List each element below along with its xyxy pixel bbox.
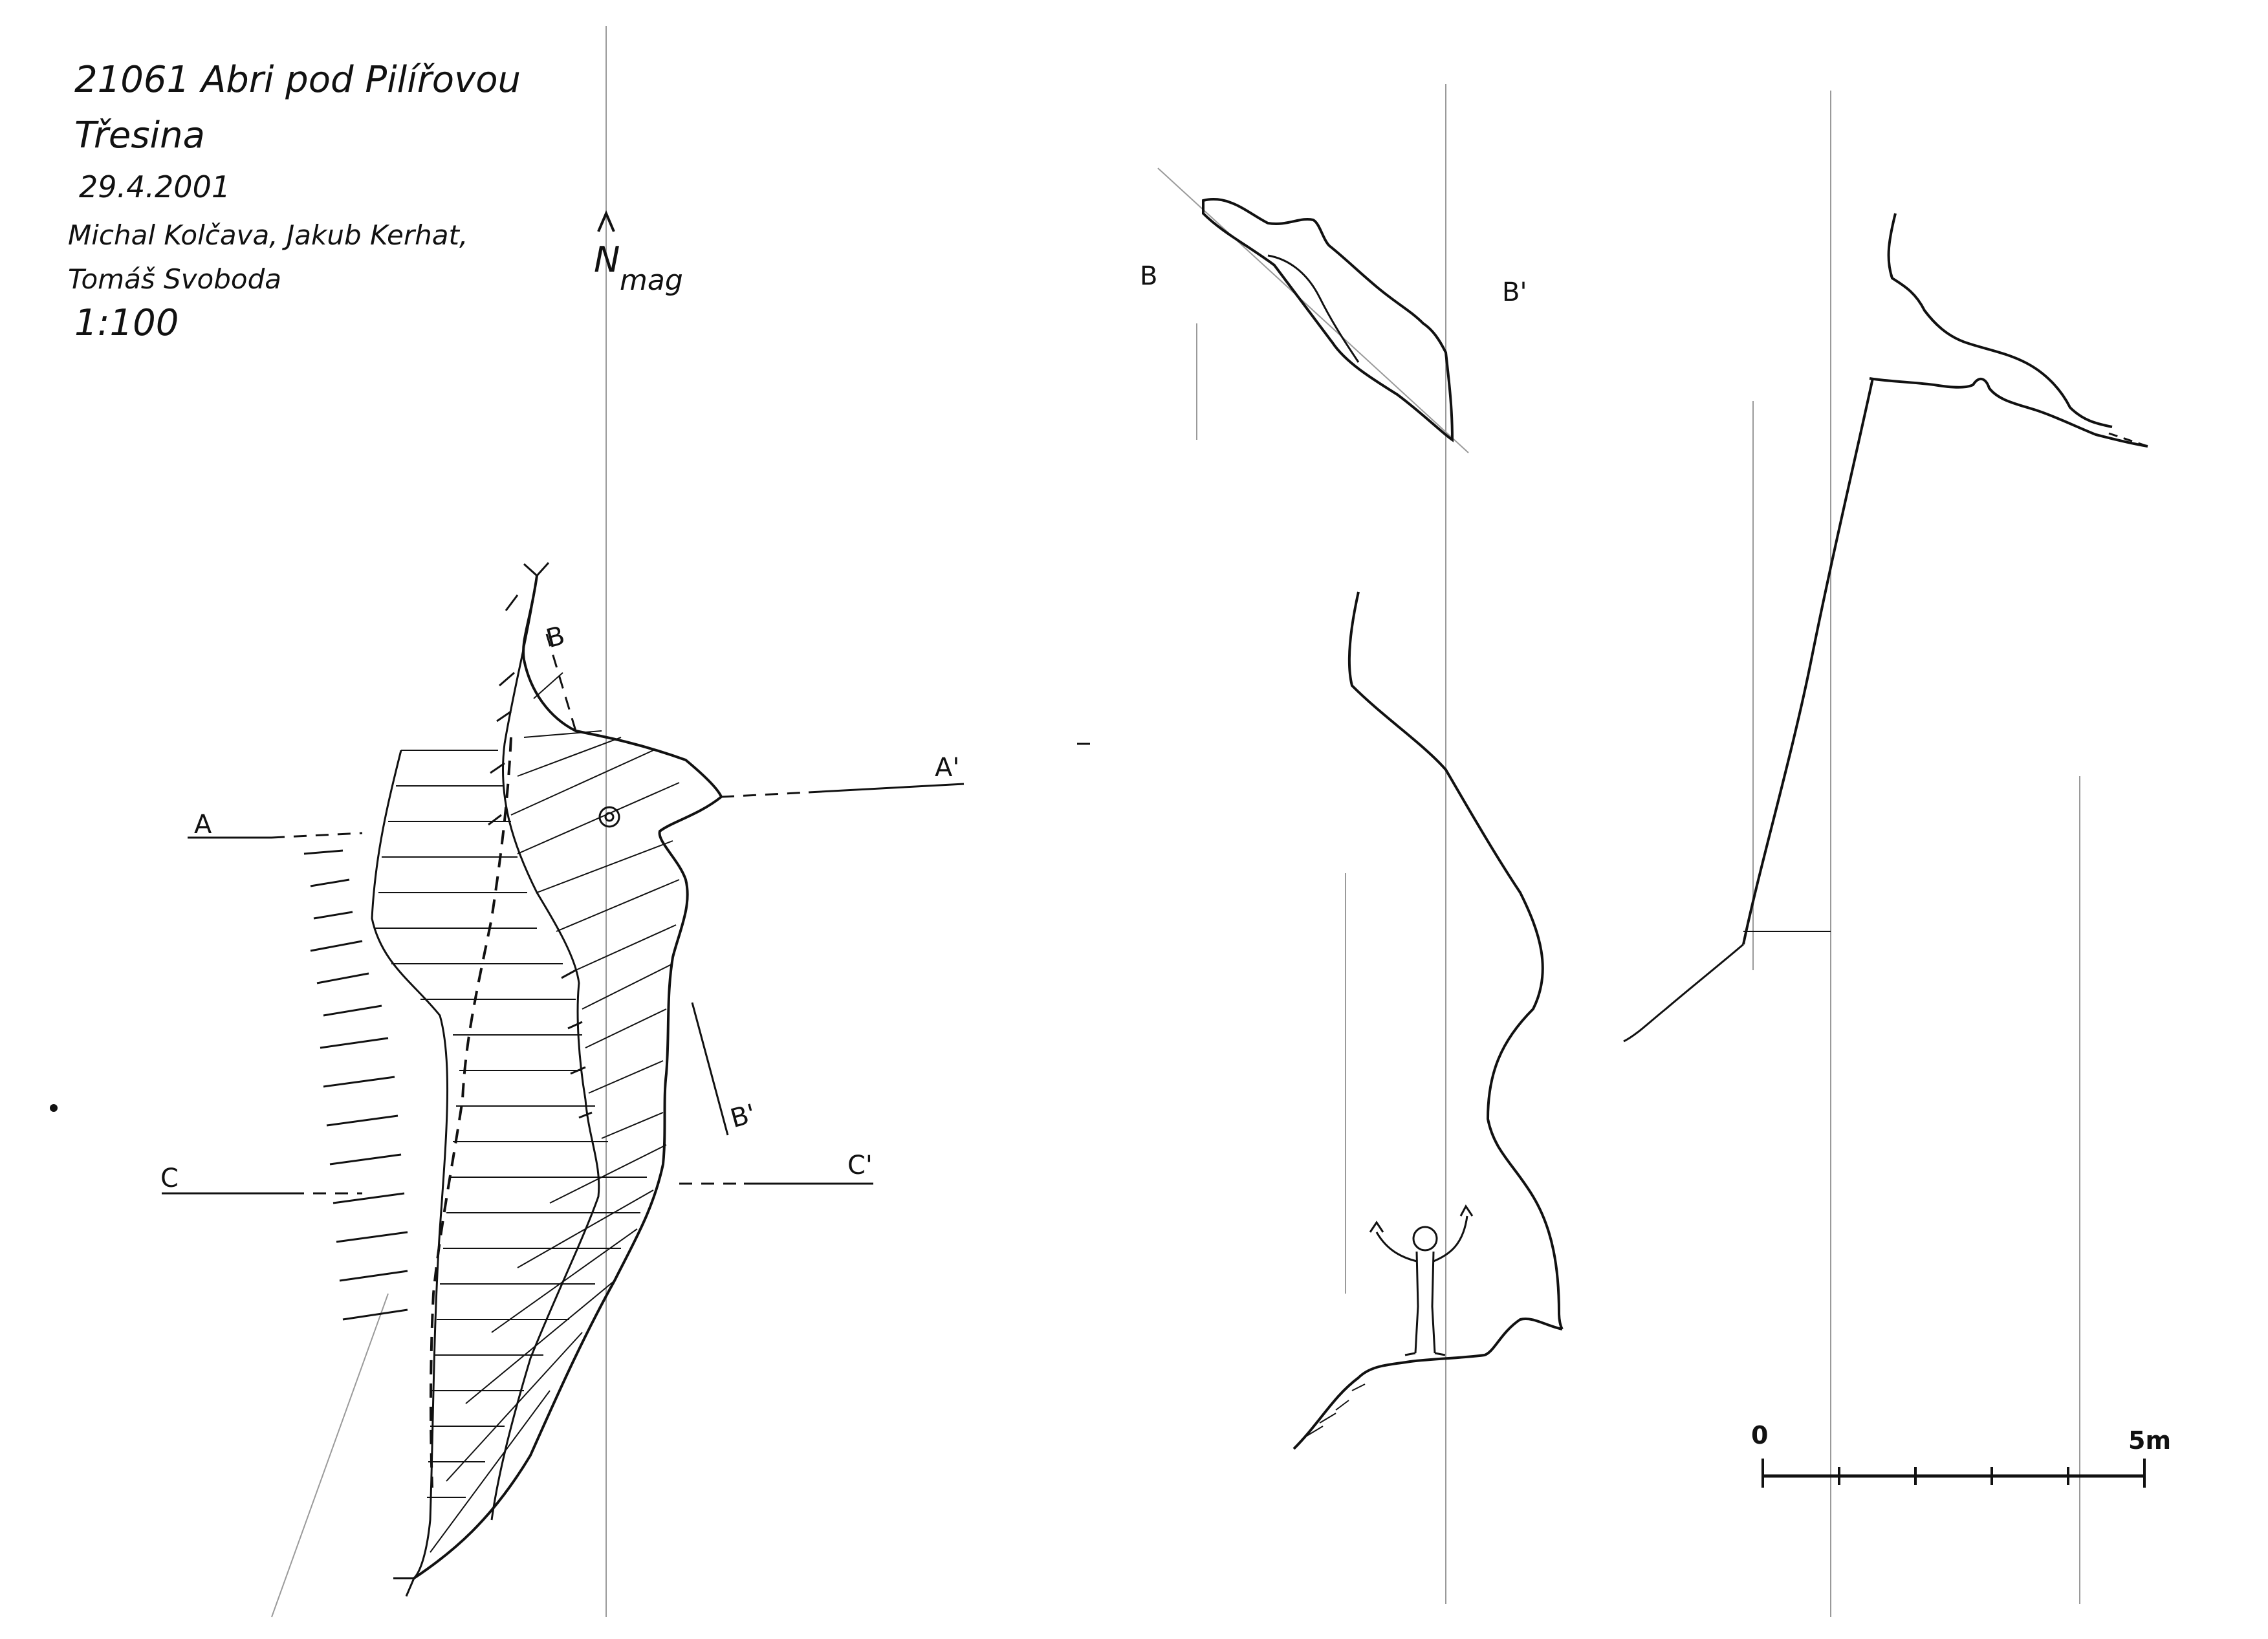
scale-bar-end-label: 5m <box>2128 1426 2171 1455</box>
header-block: 21061 Abri pod Pilířovou Třesina 29.4.20… <box>68 59 521 344</box>
stray-dot <box>50 1104 58 1112</box>
section-label-b-plan: B <box>543 621 568 655</box>
map-scale: 1:100 <box>74 302 179 344</box>
plan-inner-ledge <box>490 575 600 1521</box>
pencil-guide-lines <box>271 26 2080 1618</box>
cross-section-label-b: B <box>1140 261 1157 291</box>
human-figure-icon <box>1369 1204 1474 1356</box>
north-arrow: N mag <box>594 210 683 297</box>
north-arrow-head <box>597 210 615 232</box>
plan-entrance-dashes <box>303 849 408 1321</box>
plan-left-floor-edge <box>371 750 449 1579</box>
profile-back-wall <box>1347 591 1564 1330</box>
section-label-c-prime: C' <box>847 1151 873 1180</box>
right-profile-floor <box>1623 943 1744 1043</box>
cross-section-b-inner <box>1267 254 1360 363</box>
section-label-b-prime-plan: B' <box>727 1099 759 1134</box>
right-profile-wall <box>1742 378 1874 945</box>
section-label-c: C <box>160 1164 179 1193</box>
profile-floor-texture <box>1306 1384 1366 1437</box>
plan-end-arrow-bottom <box>393 1577 416 1597</box>
area-name: Třesina <box>74 114 205 157</box>
section-lines <box>162 633 965 1195</box>
section-label-a-prime: A' <box>935 753 959 783</box>
right-profile-dash-end <box>2108 432 2148 448</box>
north-subscript: mag <box>620 264 683 297</box>
survey-date: 29.4.2001 <box>79 169 230 204</box>
plan-hatching-horizontal <box>375 750 647 1498</box>
section-label-a: A <box>194 810 212 840</box>
plan-view <box>303 561 723 1597</box>
plan-outer-wall <box>413 575 723 1579</box>
plan-slope-ticks <box>488 594 593 1119</box>
scale-bar: 0 5m <box>1751 1421 2171 1488</box>
longitudinal-profile <box>1292 591 1564 1450</box>
authors-line-1: Michal Kolčava, Jakub Kerhat, <box>68 219 468 251</box>
north-label: N <box>594 239 620 280</box>
profile-floor <box>1292 1318 1563 1450</box>
authors-line-2: Tomáš Svoboda <box>68 263 281 295</box>
cross-section-b-outline <box>1202 198 1454 442</box>
cross-section-b: B B' <box>1140 198 1527 442</box>
right-profile-ceiling-lower <box>1869 377 2148 448</box>
cross-section-label-b-prime: B' <box>1502 277 1527 307</box>
survey-station-icon <box>598 806 620 828</box>
plan-end-arrow-top <box>523 561 550 578</box>
right-profile-ceiling <box>1887 213 2113 428</box>
right-profile <box>1623 213 2148 1043</box>
cave-title: 21061 Abri pod Pilířovou <box>74 59 521 101</box>
plan-drip-line <box>429 737 512 1488</box>
scale-bar-start-label: 0 <box>1751 1421 1768 1449</box>
scale-bar-ticks <box>1761 1459 2146 1488</box>
plan-hatching-diagonal <box>430 672 680 1553</box>
